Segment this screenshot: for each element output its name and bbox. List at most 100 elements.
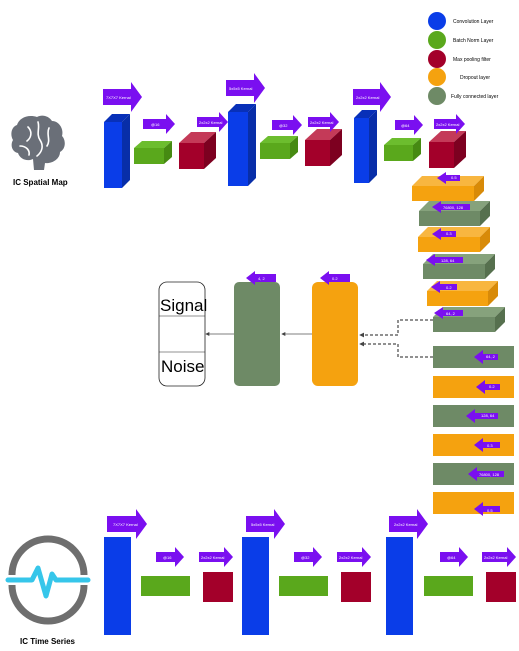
- legend-item-fc: Fully connected layer: [428, 87, 499, 105]
- layer-label: 0.2: [446, 285, 452, 290]
- channels-arrow: @16: [143, 114, 175, 134]
- legend-label: Convolution Layer: [453, 19, 494, 25]
- merge-dropout-layer: 0.2: [312, 271, 358, 386]
- layer-label: 0.3: [446, 231, 452, 236]
- fc-layer: 64, 2: [433, 346, 514, 368]
- layer-label: 76800, 128: [443, 205, 464, 210]
- spatial-branch: 7X7X7 Kernal @16 2x2x2 Kernal 5x: [103, 73, 466, 188]
- orange-circle-icon: [428, 68, 446, 86]
- legend-label: Dropout layer: [460, 75, 490, 81]
- merge-dropout-label: 0.2: [332, 276, 338, 281]
- channels-arrow: @64: [440, 547, 468, 567]
- kernel-arrow: 5x5x5 Kernal: [226, 73, 265, 103]
- maxpool-layer: [341, 572, 371, 602]
- pool-kernel-arrow: 2x2x2 Kernal: [337, 547, 371, 567]
- conv-layer: [228, 104, 256, 186]
- legend-item-dropout: Dropout layer: [428, 68, 490, 86]
- channels-arrow: @16: [156, 547, 184, 567]
- conv-layer: [104, 114, 130, 188]
- batchnorm-layer: [141, 576, 190, 596]
- pool-kernel-label: 2x2x2 Kernal: [201, 555, 224, 560]
- pool-kernel-label: 2x2x2 Kernal: [310, 120, 333, 125]
- maxpool-layer: [179, 132, 216, 169]
- timeseries-caption: IC Time Series: [20, 637, 76, 646]
- layer-label: 0.5: [487, 508, 493, 513]
- channels-label: @16: [151, 122, 160, 127]
- legend: Convolution Layer Batch Norm Layer Max p…: [428, 12, 499, 105]
- spatial-caption: IC Spatial Map: [13, 178, 68, 187]
- merge-fc-label: 4, 2: [258, 276, 265, 281]
- batchnorm-layer: [384, 138, 421, 161]
- channels-arrow: @32: [294, 547, 322, 567]
- kernel-arrow: 2x2x2 Kernal: [389, 509, 428, 539]
- fc-layer: 128, 64: [423, 254, 495, 279]
- merge-fc-layer: 4, 2: [234, 271, 280, 386]
- blue-circle-icon: [428, 12, 446, 30]
- pool-kernel-arrow: 2x2x2 Kernal: [434, 114, 465, 134]
- brain-icon: [11, 115, 65, 170]
- output-label-signal: Signal: [160, 296, 207, 315]
- merge-connectors: [359, 319, 433, 358]
- layer-label: 0.5: [451, 175, 457, 180]
- layer-label: 0.2: [489, 384, 495, 389]
- maxpool-layer: [429, 131, 466, 168]
- pool-kernel-arrow: 2x2x2 Kernal: [199, 547, 233, 567]
- timeseries-branch: 7X7X7 Kernal @16 2x2x2 Kernal 5x5x5 Kern…: [104, 509, 516, 635]
- lower-dense-stack: 64, 2 0.2 128, 64 0.3 76800, 128 0.5: [433, 346, 514, 516]
- pool-kernel-label: 2x2x2 Kernal: [436, 122, 459, 127]
- pool-kernel-label: 2x2x2 Kernal: [484, 555, 507, 560]
- upper-dense-stack: 0.5 76800, 128 0.3 128, 64: [412, 172, 505, 332]
- pool-kernel-label: 2x2x2 Kernal: [199, 120, 222, 125]
- dropout-layer: 0.5: [433, 492, 514, 516]
- fc-layer: 128, 64: [433, 405, 514, 427]
- fc-layer: 64, 2: [433, 307, 505, 332]
- layer-label: 64, 2: [446, 311, 456, 316]
- dropout-layer: 0.3: [418, 227, 490, 252]
- conv-layer: [104, 537, 131, 635]
- layer-label: 0.3: [487, 443, 493, 448]
- gray-green-circle-icon: [428, 87, 446, 105]
- layer-label: 128, 64: [481, 413, 495, 418]
- maxpool-layer: [486, 572, 516, 602]
- dropout-layer: 0.5: [412, 172, 484, 201]
- pool-kernel-arrow: 2x2x2 Kernal: [482, 547, 516, 567]
- output-label-noise: Noise: [161, 357, 204, 376]
- kernel-label: 7X7X7 Kernal: [113, 522, 138, 527]
- channels-label: @32: [301, 555, 310, 560]
- batchnorm-layer: [424, 576, 473, 596]
- channels-label: @64: [401, 123, 410, 128]
- legend-label: Batch Norm Layer: [453, 38, 494, 44]
- kernel-arrow: 2x2x2 Kernal: [353, 82, 391, 112]
- channels-arrow: @32: [272, 115, 302, 135]
- layer-label: 64, 2: [486, 354, 496, 359]
- kernel-label: 7X7X7 Kernal: [106, 95, 131, 100]
- conv-layer: [354, 110, 377, 183]
- kernel-arrow: 7X7X7 Kernal: [107, 509, 147, 539]
- layer-label: 76800, 128: [479, 472, 500, 477]
- green-circle-icon: [428, 31, 446, 49]
- output-box: Signal Noise: [158, 281, 207, 387]
- kernel-label: 5x5x5 Kernal: [229, 86, 252, 91]
- red-circle-icon: [428, 50, 446, 68]
- kernel-arrow: 7X7X7 Kernal: [103, 82, 142, 112]
- batchnorm-layer: [134, 141, 172, 164]
- kernel-arrow: 5x5x5 Kernal: [246, 509, 285, 539]
- kernel-label: 2x2x2 Kernal: [356, 95, 379, 100]
- channels-label: @16: [163, 555, 172, 560]
- kernel-label: 2x2x2 Kernal: [394, 522, 417, 527]
- kernel-label: 5x5x5 Kernal: [251, 522, 274, 527]
- fc-layer: 76800, 128: [419, 201, 490, 226]
- conv-layer: [242, 537, 269, 635]
- legend-label: Max pooling filter: [453, 57, 491, 63]
- conv-layer: [386, 537, 413, 635]
- legend-item-bn: Batch Norm Layer: [428, 31, 494, 49]
- fc-layer: 76800, 128: [433, 463, 514, 485]
- pool-kernel-arrow: 2x2x2 Kernal: [197, 112, 228, 132]
- batchnorm-layer: [279, 576, 328, 596]
- legend-item-conv: Convolution Layer: [428, 12, 494, 30]
- channels-label: @64: [447, 555, 456, 560]
- maxpool-layer: [305, 129, 342, 166]
- dropout-layer: 0.2: [433, 376, 514, 398]
- pool-kernel-arrow: 2x2x2 Kernal: [308, 112, 339, 132]
